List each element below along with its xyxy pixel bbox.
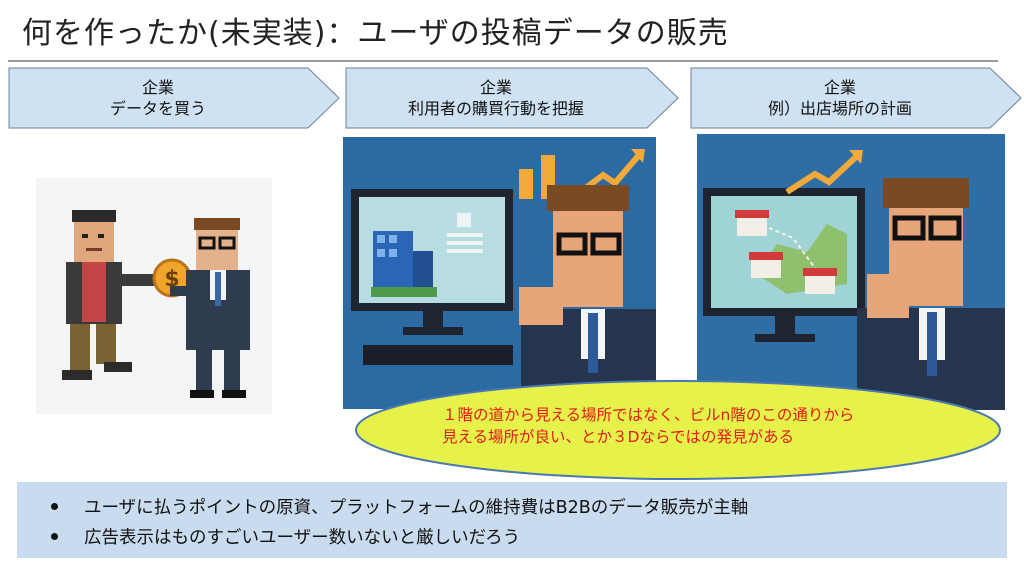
step-2-title: 企業 — [479, 78, 512, 97]
chevron-arrow-shape — [345, 67, 679, 129]
people-exchanging-coin-icon: $ — [36, 178, 272, 414]
svg-text:$: $ — [164, 267, 179, 292]
step-2-label: 利用者の購買行動を把握 — [407, 99, 584, 118]
bullet-text-1: ユーザに払うポイントの原資、プラットフォームの維持費はB2Bのデータ販売が主軸 — [84, 498, 749, 518]
callout-line-1: １階の道から見える場所ではなく、ビルn階のこの通りから — [442, 406, 855, 424]
store-location-planning-illustration — [697, 134, 1005, 410]
summary-box: ユーザに払うポイントの原資、プラットフォームの維持費はB2Bのデータ販売が主軸 … — [17, 482, 1007, 558]
chevron-arrow-shape — [690, 67, 1022, 129]
bullet-item: 広告表示はものすごいユーザー数いないと厳しいだろう — [51, 524, 520, 549]
businessman-map-planning-icon — [697, 134, 1005, 410]
callout-text: １階の道から見える場所ではなく、ビルn階のこの通りから 見える場所が良い、とか３… — [442, 404, 982, 448]
page-title: 何を作ったか(未実装)：ユーザの投稿データの販売 — [22, 16, 729, 51]
data-analysis-illustration — [343, 137, 656, 409]
callout-bubble — [355, 380, 1001, 480]
title-divider — [8, 60, 998, 62]
step-1-label: データを買う — [109, 99, 206, 118]
callout-line-2: 見える場所が良い、とか３Dならではの発見がある — [442, 428, 795, 446]
bullet-text-2: 広告表示はものすごいユーザー数いないと厳しいだろう — [84, 528, 521, 548]
bullet-dot-icon — [51, 502, 58, 510]
step-arrow-2: 企業 利用者の購買行動を把握 — [345, 67, 679, 129]
businessman-building-data-icon — [343, 137, 656, 409]
chevron-arrow-shape — [8, 67, 340, 129]
step-1-title: 企業 — [141, 78, 174, 97]
step-arrow-3: 企業 例）出店場所の計画 — [690, 67, 1022, 129]
step-3-title: 企業 — [823, 78, 856, 97]
bullet-dot-icon — [51, 532, 58, 540]
bullet-item: ユーザに払うポイントの原資、プラットフォームの維持費はB2Bのデータ販売が主軸 — [51, 494, 748, 519]
step-3-label: 例）出店場所の計画 — [767, 99, 912, 118]
coin-exchange-illustration: $ — [36, 178, 272, 414]
step-arrow-1: 企業 データを買う — [8, 67, 340, 129]
